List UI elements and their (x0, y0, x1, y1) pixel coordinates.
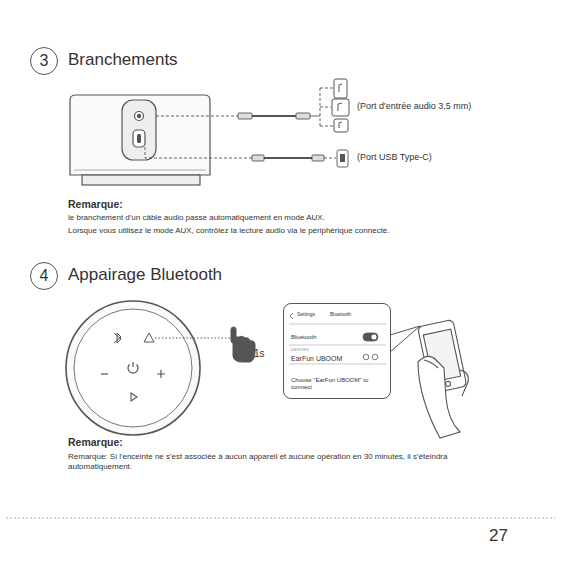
pressing-hand (231, 327, 255, 362)
speaker-top (101, 373, 108, 374)
speaker-back (137, 114, 140, 117)
audio-cable (320, 107, 331, 108)
usb-cable (324, 158, 336, 159)
speaker-back (133, 130, 145, 147)
audio-cable (156, 88, 333, 126)
settings-callout: SettingsBluetoothBluetoothDEVICESEarFun … (283, 303, 391, 399)
audio-devices (334, 119, 348, 132)
audio-cable (238, 113, 252, 119)
audio-cable (252, 115, 296, 117)
phone-in-hand (424, 360, 438, 368)
audio-cable (320, 126, 333, 127)
audio-devices (339, 84, 342, 92)
audio-devices (332, 79, 349, 132)
note-text: le branchement d'un câble audio passe au… (68, 213, 325, 223)
audio-devices (332, 99, 349, 116)
section-heading: 4 Appairage Bluetooth (30, 262, 250, 294)
usb-cable (264, 157, 312, 159)
usb-cable (145, 147, 348, 167)
speaker-top (157, 370, 165, 378)
page-number: 27 (489, 525, 508, 546)
speaker-back (122, 100, 156, 160)
usb-cable (337, 150, 348, 167)
settings-screen-marks (363, 333, 378, 341)
note-text: Remarque: Si l'enceinte ne s'est associé… (68, 452, 458, 472)
audio-devices (339, 122, 342, 128)
callout-number: 4 (30, 262, 58, 290)
settings-screen-marks (372, 354, 378, 360)
settings-screen-marks (371, 334, 377, 340)
device-name: EarFun UBOOM (291, 355, 342, 363)
pressing-hand (233, 336, 255, 362)
phone-in-hand (445, 381, 451, 387)
settings-screen-marks (289, 313, 386, 364)
node-text: DEVICES (291, 348, 309, 353)
phone-in-hand (418, 356, 460, 438)
speaker-back (74, 169, 206, 170)
audio-cable (296, 113, 310, 119)
note-heading: Remarque: (68, 436, 123, 449)
node-text: Branchements (68, 50, 178, 70)
settings-screen-marks (289, 364, 386, 365)
speaker-top (144, 333, 154, 342)
callout-number: 3 (30, 47, 58, 75)
node-text: Settings (297, 311, 315, 317)
node-text: Choose "EarFun UBOOM" to connect (291, 377, 373, 391)
audio-devices (334, 79, 347, 98)
speaker-top (128, 362, 138, 373)
note-heading: Remarque: (68, 198, 123, 211)
node-text: Bluetooth (330, 311, 351, 317)
settings-screen-marks (290, 313, 293, 319)
speech-bubble-tail (390, 326, 420, 352)
phone-in-hand (418, 320, 469, 438)
usb-cable (340, 154, 345, 162)
speaker-top (131, 393, 137, 401)
speaker-top (66, 301, 230, 435)
usb-cable (252, 155, 264, 161)
port-label: (Port USB Type-C) (357, 152, 432, 163)
speaker-top (155, 338, 230, 339)
phone-in-hand (460, 370, 468, 396)
note-text: Lorsque vous utilisez le mode AUX, contr… (68, 226, 390, 236)
usb-cable (312, 155, 324, 161)
speaker-back (135, 112, 144, 121)
usb-cable (145, 147, 252, 158)
audio-cable (320, 88, 333, 89)
press-duration: 1s (254, 348, 265, 361)
settings-screen-marks (289, 324, 386, 325)
speaker-back (82, 175, 200, 185)
audio-devices (338, 103, 342, 111)
section-heading: 3 Branchements (30, 47, 230, 79)
node-text: Appairage Bluetooth (68, 265, 222, 285)
audio-cable (310, 116, 320, 117)
settings-screen-marks (289, 345, 386, 346)
settings-screen-marks (363, 354, 369, 360)
footer-rule (6, 518, 555, 519)
speaker-top (74, 309, 192, 427)
port-label: (Port d'entrée audio 3,5 mm) (357, 101, 471, 112)
audio-cable (156, 116, 238, 117)
speaker-back (70, 95, 210, 175)
speaker-back (70, 95, 210, 185)
speaker-back (137, 134, 141, 143)
node-text: Bluetooth (291, 334, 316, 341)
speech-bubble-tail (390, 326, 420, 352)
speaker-top (66, 301, 200, 435)
speaker-top (114, 333, 121, 343)
